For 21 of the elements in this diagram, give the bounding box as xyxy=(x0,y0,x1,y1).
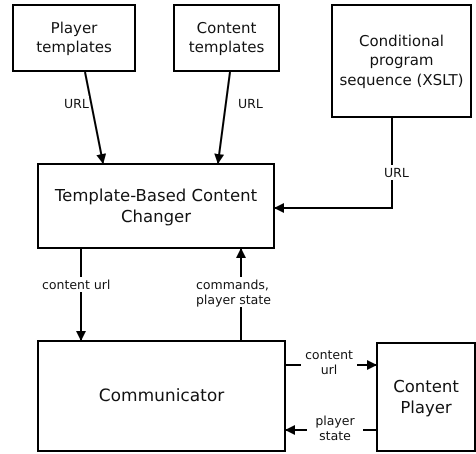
node-label: Template-Based Content Changer xyxy=(54,184,258,228)
process-box xyxy=(37,340,286,452)
process-box xyxy=(331,4,472,118)
process-box xyxy=(12,4,136,72)
node-label: Player templates xyxy=(35,18,113,58)
edge-label: URL xyxy=(384,165,409,180)
edge-label: content url xyxy=(42,277,110,292)
edge-label: content url xyxy=(301,347,357,377)
arrow xyxy=(274,118,393,213)
node-label: Communicator xyxy=(98,384,224,408)
edge-label: player state xyxy=(307,413,363,443)
arrow xyxy=(214,72,231,164)
node-label: Content Player xyxy=(392,376,460,418)
node-label: Conditional program sequence (XSLT) xyxy=(338,32,464,90)
arrow xyxy=(84,72,106,164)
node-label: Content templates xyxy=(188,18,266,58)
edge-label: URL xyxy=(64,96,89,111)
process-box xyxy=(376,342,476,452)
process-box xyxy=(173,4,280,72)
edge-label: URL xyxy=(238,96,263,111)
process-box xyxy=(37,163,275,249)
